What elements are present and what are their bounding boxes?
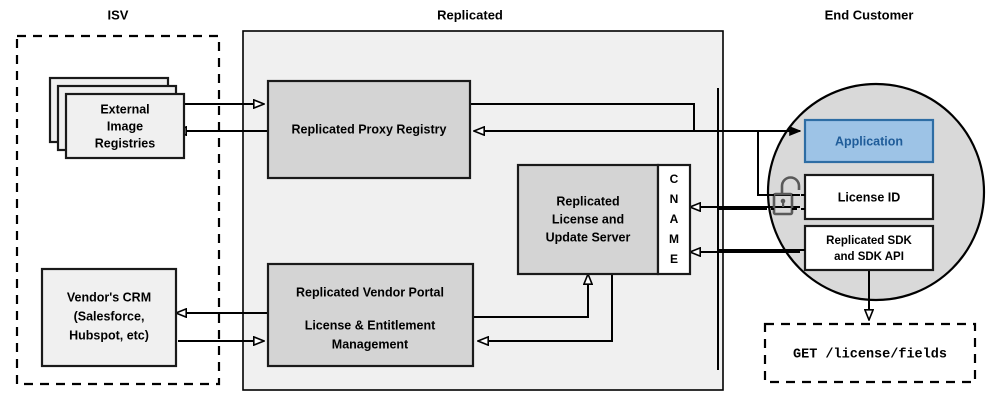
crm-label-line-3: Hubspot, etc) <box>69 328 149 342</box>
zone-label-replicated: Replicated <box>437 7 503 22</box>
vendor-portal-label-line-1: Replicated Vendor Portal <box>296 285 444 299</box>
crm-label-line-2: (Salesforce, <box>74 309 145 323</box>
license-server-label-line-2: License and <box>552 212 624 226</box>
api-request-box <box>763 322 977 384</box>
application-label: Application <box>835 134 903 148</box>
api-request-node[interactable]: GET /license/fields <box>763 322 977 384</box>
license-id-node[interactable]: License ID <box>803 173 935 221</box>
registries-label-line-2: Image <box>107 119 143 133</box>
zone-label-isv: ISV <box>108 7 129 22</box>
replicated-sdk-label-line-1: Replicated SDK <box>826 235 912 247</box>
replicated-sdk-box <box>803 224 935 272</box>
replicated-vendor-portal-node[interactable]: Replicated Vendor Portal License & Entit… <box>266 262 475 368</box>
license-id-label: License ID <box>838 190 901 204</box>
cname-letter-a: A <box>670 212 679 226</box>
crm-box <box>40 267 178 368</box>
application-node[interactable]: Application <box>803 118 935 164</box>
proxy-registry-box <box>266 79 472 180</box>
replicated-proxy-registry-node[interactable]: Replicated Proxy Registry <box>266 79 472 180</box>
license-id-box <box>803 173 935 221</box>
registries-label-line-3: Registries <box>95 136 155 150</box>
vendor-portal-box <box>266 262 475 368</box>
unlock-icon <box>772 176 801 216</box>
crm-label-line-1: Vendor's CRM <box>67 290 151 304</box>
external-image-registries-node[interactable]: External Image Registries <box>48 76 186 160</box>
zone-label-end-customer: End Customer <box>825 7 914 22</box>
api-request-label: GET /license/fields <box>793 348 947 363</box>
replicated-sdk-label-line-2: and SDK API <box>834 251 904 263</box>
cname-letter-e: E <box>670 252 678 266</box>
license-server-box <box>516 163 660 276</box>
application-box <box>803 118 935 164</box>
license-server-label-line-1: Replicated <box>556 194 619 208</box>
cname-letter-n: N <box>670 192 679 206</box>
cname-tab[interactable]: C N A M E <box>656 163 692 276</box>
vendors-crm-node[interactable]: Vendor's CRM (Salesforce, Hubspot, etc) <box>40 267 178 368</box>
license-server-label-line-3: Update Server <box>546 230 631 244</box>
connector-portal-to-license-server <box>473 274 588 318</box>
replicated-license-update-server-node[interactable]: Replicated License and Update Server <box>516 163 660 276</box>
vendor-portal-label-line-2: License & Entitlement <box>305 318 436 332</box>
cname-letter-c: C <box>670 172 679 186</box>
cname-letter-m: M <box>669 232 679 246</box>
cname-box <box>656 163 692 276</box>
lock-keyhole-stem <box>782 202 785 207</box>
registries-label-line-1: External <box>100 102 149 116</box>
replicated-sdk-node[interactable]: Replicated SDK and SDK API <box>803 224 935 272</box>
lock-connector-dashes <box>762 194 805 210</box>
lock-body <box>772 192 794 216</box>
registry-card-front <box>64 92 186 160</box>
isv-zone-boundary <box>15 34 221 386</box>
connector-license-server-to-portal <box>478 274 613 341</box>
vendor-portal-label-line-3: Management <box>332 337 409 351</box>
proxy-registry-label: Replicated Proxy Registry <box>292 122 447 136</box>
